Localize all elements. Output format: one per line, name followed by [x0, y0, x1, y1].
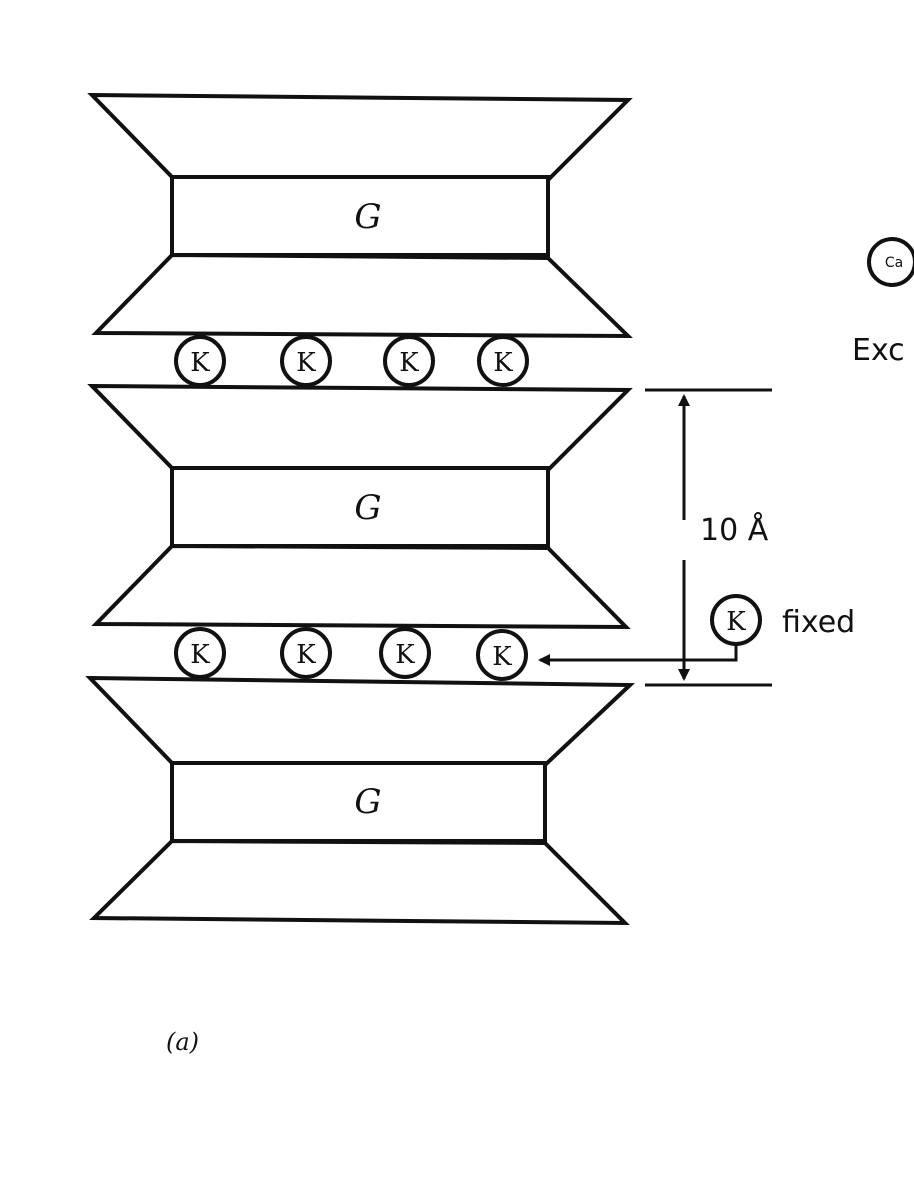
svg-text:K: K: [492, 642, 512, 672]
layer-top-label: G: [354, 197, 381, 237]
lower-interlayer-ions: K K K K: [174, 627, 528, 681]
k-ion: K: [280, 627, 332, 679]
svg-text:K: K: [493, 348, 513, 378]
layer-bottom-octahedral-sheet: [170, 761, 547, 843]
ca-ion-symbol: [867, 237, 914, 287]
layer-top: G: [87, 92, 633, 339]
panel-caption: (a): [166, 1028, 199, 1056]
upper-interlayer-ions: K K K K: [174, 335, 529, 387]
basal-spacing-dimension: 10 Å: [645, 388, 772, 687]
layer-top-lower-tetrahedral-sheet: [91, 252, 633, 339]
k-ion: K: [280, 335, 332, 387]
svg-text:K: K: [296, 640, 316, 670]
layer-bottom-upper-tetrahedral-sheet: [85, 675, 635, 768]
k-ion: K: [379, 627, 431, 679]
exchangeable-label-partial: Exc: [852, 333, 905, 368]
layer-middle-octahedral-sheet: [170, 466, 550, 548]
spacing-label: 10 Å: [700, 512, 769, 548]
k-ion: K: [383, 335, 435, 387]
svg-text:K: K: [726, 607, 746, 637]
k-ion-fixed-example: K: [476, 629, 528, 681]
layer-top-octahedral-sheet: [170, 175, 550, 257]
svg-text:K: K: [190, 348, 210, 378]
layer-middle: G: [87, 383, 633, 630]
fixed-ion-callout: K fixed: [538, 594, 855, 666]
layer-middle-lower-tetrahedral-sheet: [91, 543, 631, 630]
fixed-label: fixed: [782, 605, 855, 640]
svg-text:K: K: [399, 348, 419, 378]
svg-text:K: K: [395, 640, 415, 670]
exchangeable-ion-partial: Ca Exc: [852, 237, 914, 368]
layer-bottom-lower-tetrahedral-sheet: [89, 838, 630, 926]
svg-text:Ca: Ca: [885, 255, 903, 271]
k-ion: K: [174, 627, 226, 679]
layer-middle-label: G: [354, 488, 381, 528]
layer-top-upper-tetrahedral-sheet: [87, 92, 633, 183]
svg-text:K: K: [190, 640, 210, 670]
svg-text:K: K: [296, 348, 316, 378]
layer-middle-upper-tetrahedral-sheet: [87, 383, 633, 473]
fixed-callout-leader: [538, 644, 738, 666]
k-ion: K: [174, 335, 226, 387]
layer-bottom: G: [85, 675, 635, 926]
layer-bottom-label: G: [354, 782, 381, 822]
k-ion: K: [477, 335, 529, 387]
